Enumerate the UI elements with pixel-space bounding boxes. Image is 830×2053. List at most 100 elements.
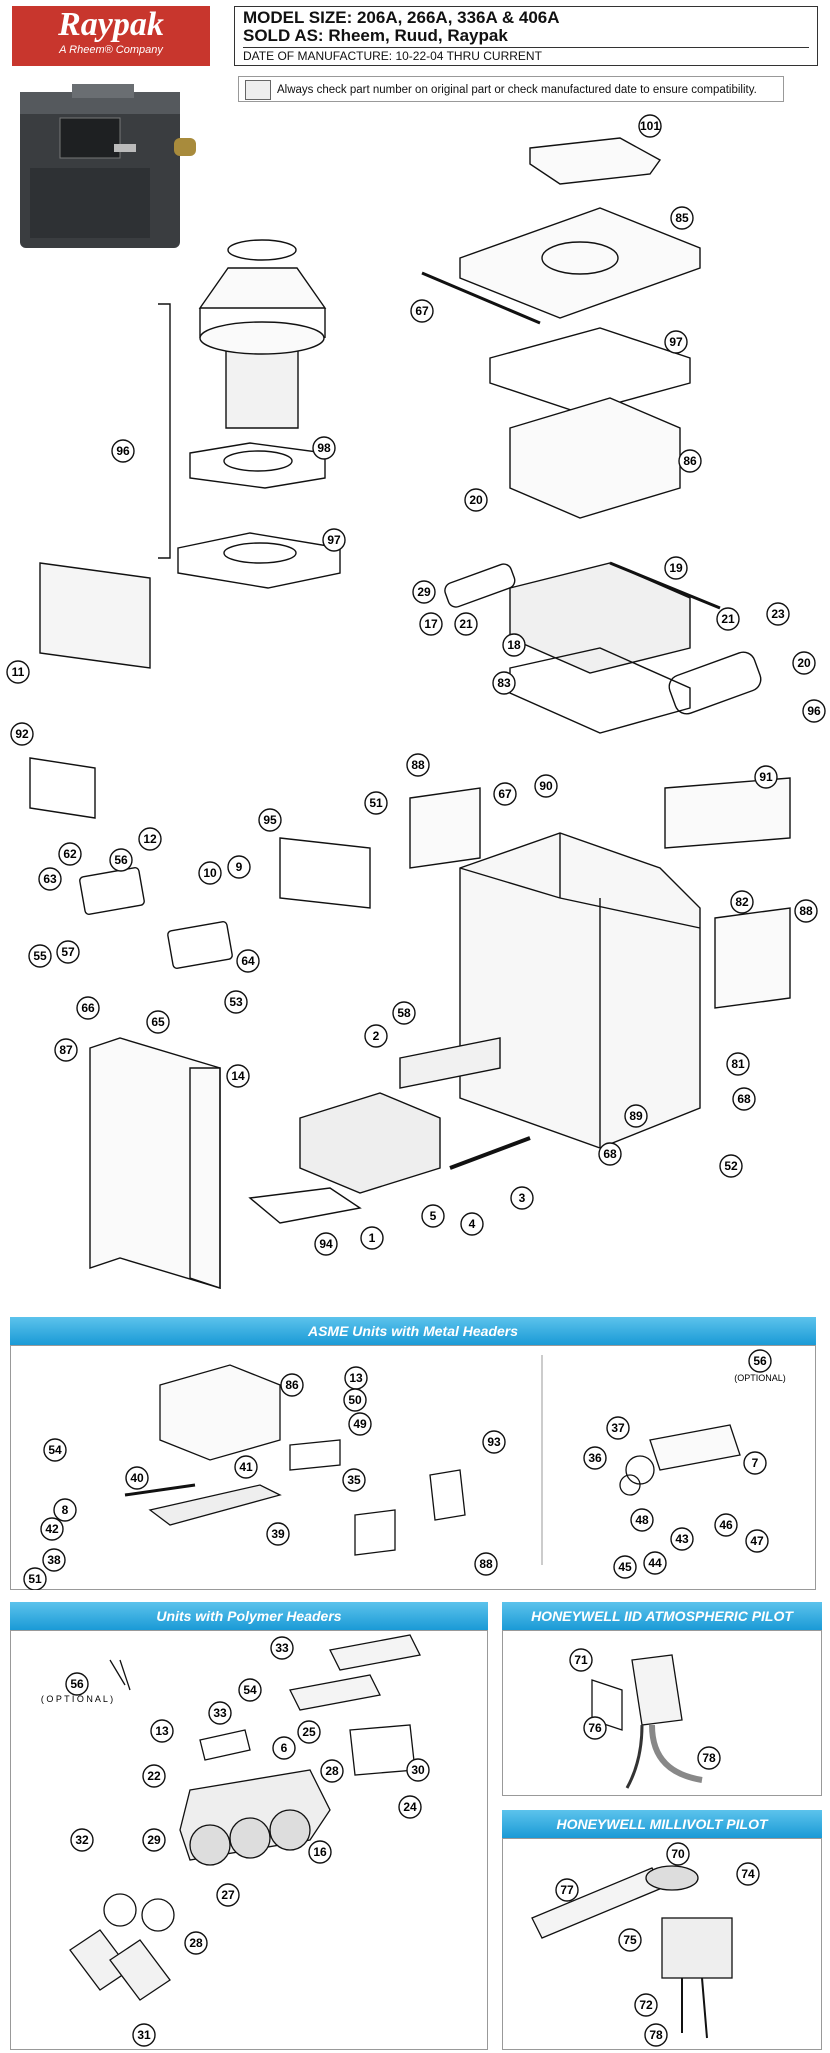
svg-text:63: 63 — [43, 872, 57, 886]
callout-67b: 67 — [493, 782, 517, 806]
svg-text:86: 86 — [683, 454, 697, 468]
svg-text:93: 93 — [487, 1435, 501, 1449]
svg-text:81: 81 — [731, 1057, 745, 1071]
svg-text:10: 10 — [203, 866, 217, 880]
callout-96b: 96 — [802, 699, 826, 723]
callout-51: 51 — [23, 1567, 47, 1590]
callout-49: 49 — [348, 1412, 372, 1436]
logo-tagline: A Rheem® Company — [59, 44, 163, 56]
iid-pilot-diagram: 71 76 78 — [569, 1648, 721, 1789]
callout-36: 36 — [583, 1446, 607, 1470]
svg-text:94: 94 — [319, 1237, 333, 1251]
svg-text:66: 66 — [81, 1001, 95, 1015]
svg-text:55: 55 — [33, 949, 47, 963]
sold-as: SOLD AS: Rheem, Ruud, Raypak — [243, 27, 809, 48]
callout-83: 83 — [492, 671, 516, 695]
callout-28b: 28 — [184, 1931, 208, 1955]
callout-38: 38 — [42, 1548, 66, 1572]
svg-text:64: 64 — [241, 954, 255, 968]
callout-3: 3 — [510, 1186, 534, 1210]
svg-text:40: 40 — [130, 1471, 144, 1485]
callout-81: 81 — [726, 1052, 750, 1076]
svg-text:82: 82 — [735, 895, 749, 909]
svg-text:74: 74 — [741, 1867, 755, 1881]
callout-88: 88 — [474, 1552, 498, 1576]
section-title-asme: ASME Units with Metal Headers — [10, 1317, 816, 1345]
svg-text:20: 20 — [469, 493, 483, 507]
svg-text:96: 96 — [116, 444, 130, 458]
section-title-iid-pilot: HONEYWELL IID ATMOSPHERIC PILOT — [502, 1602, 822, 1630]
section-title-millivolt-pilot: HONEYWELL MILLIVOLT PILOT — [502, 1810, 822, 1838]
callout-16: 16 — [308, 1840, 332, 1864]
optional-label-polymer: ( O P T I O N A L ) — [41, 1694, 113, 1704]
svg-text:33: 33 — [213, 1706, 227, 1720]
section-millivolt-pilot — [502, 1838, 822, 2050]
svg-text:7: 7 — [752, 1456, 759, 1470]
callout-98: 98 — [312, 436, 336, 460]
callout-90: 90 — [534, 774, 558, 798]
main-exploded-view: 101 85 67 97 86 96 98 97 20 19 29 17 21 … — [6, 114, 826, 1289]
callout-45: 45 — [613, 1555, 637, 1579]
callout-71: 71 — [569, 1648, 593, 1672]
svg-text:68: 68 — [603, 1147, 617, 1161]
svg-text:4: 4 — [469, 1217, 476, 1231]
callout-22: 22 — [142, 1764, 166, 1788]
svg-text:50: 50 — [348, 1393, 362, 1407]
callout-29: 29 — [142, 1828, 166, 1852]
section-title-polymer: Units with Polymer Headers — [10, 1602, 488, 1630]
svg-text:88: 88 — [411, 758, 425, 772]
callout-70: 70 — [666, 1842, 690, 1866]
svg-text:97: 97 — [327, 533, 341, 547]
callout-2: 2 — [364, 1024, 388, 1048]
polymer-diagram: 33 56 ( O P T I O N A L ) 54 33 13 6 25 … — [41, 1634, 430, 2047]
callout-97: 97 — [664, 330, 688, 354]
callout-23: 23 — [766, 602, 790, 626]
iid-callouts: 71 76 78 — [569, 1648, 721, 1770]
callout-55: 55 — [28, 944, 52, 968]
svg-text:98: 98 — [317, 441, 331, 455]
callout-54: 54 — [43, 1438, 67, 1462]
svg-text:8: 8 — [62, 1503, 69, 1517]
asme-diagram: 86 13 50 49 54 93 41 40 35 8 42 39 88 38… — [23, 1349, 786, 1590]
callout-27: 27 — [216, 1883, 240, 1907]
heater-photo — [20, 84, 196, 248]
svg-text:27: 27 — [221, 1888, 235, 1902]
callout-11: 11 — [6, 660, 30, 684]
raypak-logo: Raypak A Rheem® Company — [12, 6, 210, 66]
svg-text:13: 13 — [349, 1371, 363, 1385]
svg-text:76: 76 — [588, 1721, 602, 1735]
callout-46: 46 — [714, 1513, 738, 1537]
callout-97b: 97 — [322, 528, 346, 552]
callout-96: 96 — [111, 439, 135, 463]
svg-text:42: 42 — [45, 1522, 59, 1536]
callout-94: 94 — [314, 1232, 338, 1256]
callout-51: 51 — [364, 791, 388, 815]
callout-62: 62 — [58, 842, 82, 866]
svg-text:51: 51 — [28, 1572, 42, 1586]
model-header: MODEL SIZE: 206A, 266A, 336A & 406A SOLD… — [234, 6, 818, 66]
svg-text:101: 101 — [640, 119, 660, 133]
callout-13: 13 — [344, 1366, 368, 1390]
callout-9: 9 — [227, 855, 251, 879]
callout-93: 93 — [482, 1430, 506, 1454]
callout-39: 39 — [266, 1522, 290, 1546]
svg-text:62: 62 — [63, 847, 77, 861]
callout-31: 31 — [132, 2023, 156, 2047]
callout-10: 10 — [198, 861, 222, 885]
svg-text:65: 65 — [151, 1015, 165, 1029]
callout-52: 52 — [719, 1154, 743, 1178]
callout-65: 65 — [146, 1010, 170, 1034]
svg-text:77: 77 — [560, 1883, 574, 1897]
callout-19: 19 — [664, 556, 688, 580]
svg-text:12: 12 — [143, 832, 157, 846]
svg-text:89: 89 — [629, 1109, 643, 1123]
callout-68: 68 — [732, 1087, 756, 1111]
svg-text:11: 11 — [12, 665, 25, 679]
svg-text:14: 14 — [231, 1069, 245, 1083]
callout-86: 86 — [678, 449, 702, 473]
callout-33: 33 — [270, 1636, 294, 1660]
callout-68b: 68 — [598, 1142, 622, 1166]
callout-74: 74 — [736, 1862, 760, 1886]
callout-4: 4 — [460, 1212, 484, 1236]
